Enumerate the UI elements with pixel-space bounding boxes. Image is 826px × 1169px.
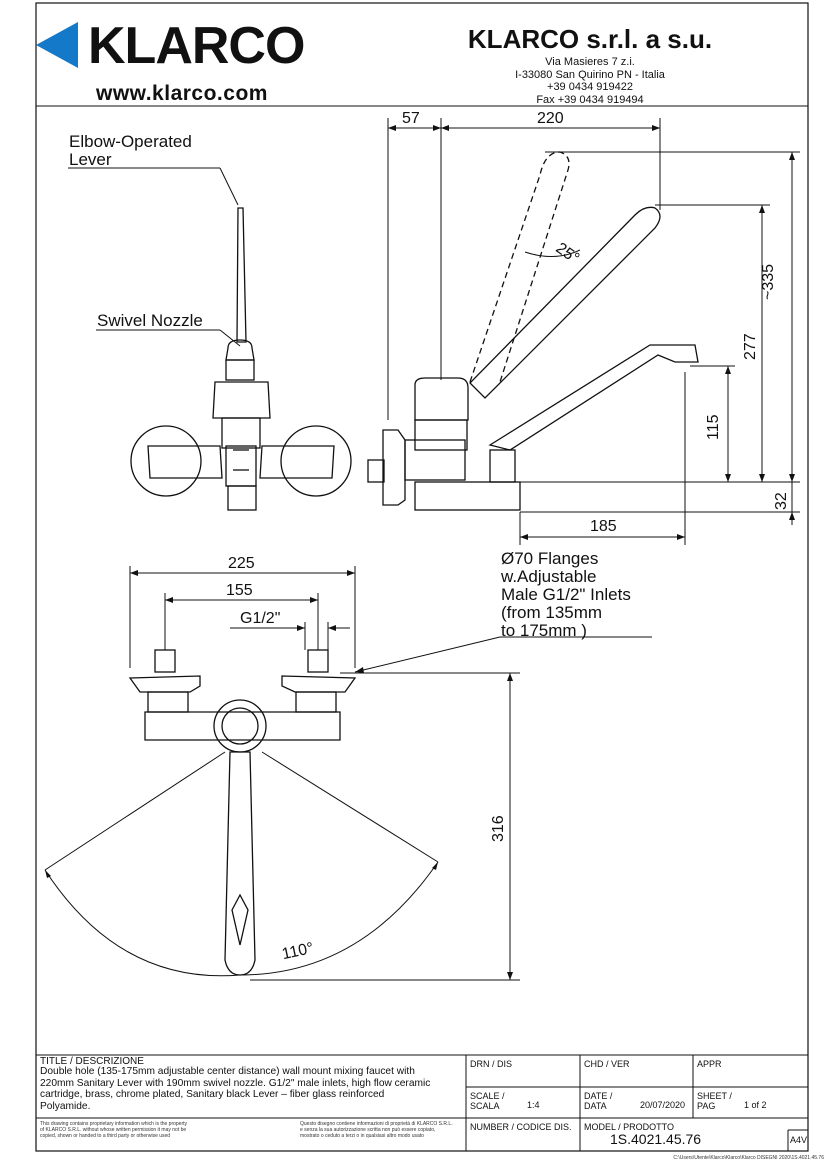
title-label: TITLE / DESCRIZIONE [40,1056,144,1067]
scale-label: SCALE / SCALA [470,1091,505,1111]
legal-line: e senza la sua autorizzazione scritta no… [300,1127,436,1133]
sheet-value: 1 of 2 [744,1100,767,1110]
date-label-line: DATA [584,1101,607,1111]
lever-label-line: Elbow-Operated [69,132,192,151]
logo-mark-icon [36,22,78,68]
scale-label-line: SCALE / [470,1091,505,1101]
number-label: NUMBER / CODICE DIS. [470,1122,572,1132]
company-name: KLARCO s.r.l. a s.u. [467,24,713,54]
website-url[interactable]: www.klarco.com [96,82,268,105]
dim-335: ~335 [760,263,777,300]
fax-line: Fax +39 0434 919494 [536,93,644,106]
legal-line: of KLARCO S.R.L. without whose written p… [40,1127,187,1133]
company-address: Via Masieres 7 z.i. I-33080 San Quirino … [430,56,750,106]
description-line: cartridge, brass, chrome plated, Sanitar… [40,1089,385,1100]
date-label: DATE / DATA [584,1091,612,1111]
legal-line: copied, shown or handed to a third party… [40,1133,171,1139]
dim-277: 277 [742,333,759,360]
flanges-label-line: w.Adjustable [501,567,597,586]
paper-size: A4V [790,1135,808,1145]
front-view [130,207,352,511]
date-label-line: DATE / [584,1091,613,1101]
appr-label: APPR [697,1059,722,1069]
title-block [36,1054,808,1151]
model-value: 1S.4021.45.76 [610,1131,702,1147]
dim-115: 115 [705,414,722,440]
dim-316: 316 [490,815,507,842]
lever-label: Elbow-Operated Lever [69,133,192,169]
lever-label-line: Lever [69,150,112,169]
description-line: Polyamide. [40,1100,91,1112]
legal-notice-en: This drawing contains proprietary inform… [40,1121,245,1139]
side-view [367,151,699,511]
description-line: Double hole (135-175mm adjustable center… [40,1066,415,1077]
legal-line: This drawing contains proprietary inform… [40,1121,188,1127]
model-label: MODEL / PRODOTTO [584,1122,675,1132]
phone-line: +39 0434 919422 [547,81,633,93]
address-line: Via Masieres 7 z.i. [545,56,635,68]
dim-220: 220 [537,110,564,127]
flanges-label-line: (from 135mm [501,603,603,622]
flanges-label-line: to 175mm ) [501,621,587,640]
flanges-label: Ø70 Flanges w.Adjustable Male G1/2" Inle… [501,550,631,640]
top-view [128,649,357,976]
dim-g12: G1/2" [240,610,281,627]
description-line: 220mm Sanitary Lever with 190mm swivel n… [40,1077,431,1089]
dimension-lines [44,118,800,981]
sheet-label-line: SHEET / [697,1091,732,1101]
scale-label-line: SCALA [470,1101,500,1111]
dim-32: 32 [773,492,790,510]
dim-155: 155 [226,582,253,599]
date-value: 20/07/2020 [640,1100,686,1110]
chd-label: CHD / VER [584,1059,630,1069]
dim-225: 225 [228,555,255,572]
sheet-label: SHEET / PAG [697,1091,732,1111]
scale-value: 1:4 [527,1100,540,1110]
file-path-note: C:\Users\Utente\Klarco\Klarco\Klarco DIS… [673,1155,824,1161]
sheet-border [35,2,809,1152]
dim-185: 185 [590,518,617,535]
legal-notice-it: Questo disegno contiene informazioni di … [300,1121,465,1139]
address-line: I-33080 San Quirino PN - Italia [515,68,665,81]
company-logo-text: KLARCO [88,17,305,75]
nozzle-label: Swivel Nozzle [97,311,203,330]
legal-line: Questo disegno contiene informazioni di … [300,1121,453,1127]
flanges-label-line: Male G1/2" Inlets [501,585,631,604]
sheet-label-line: PAG [697,1101,716,1111]
flanges-label-line: Ø70 Flanges [501,549,599,568]
description: Double hole (135-175mm adjustable center… [40,1066,465,1112]
dim-57: 57 [402,110,420,127]
legal-line: mostrato o ceduto a terzi o in qualsiasi… [300,1133,424,1139]
drn-label: DRN / DIS [470,1059,513,1069]
